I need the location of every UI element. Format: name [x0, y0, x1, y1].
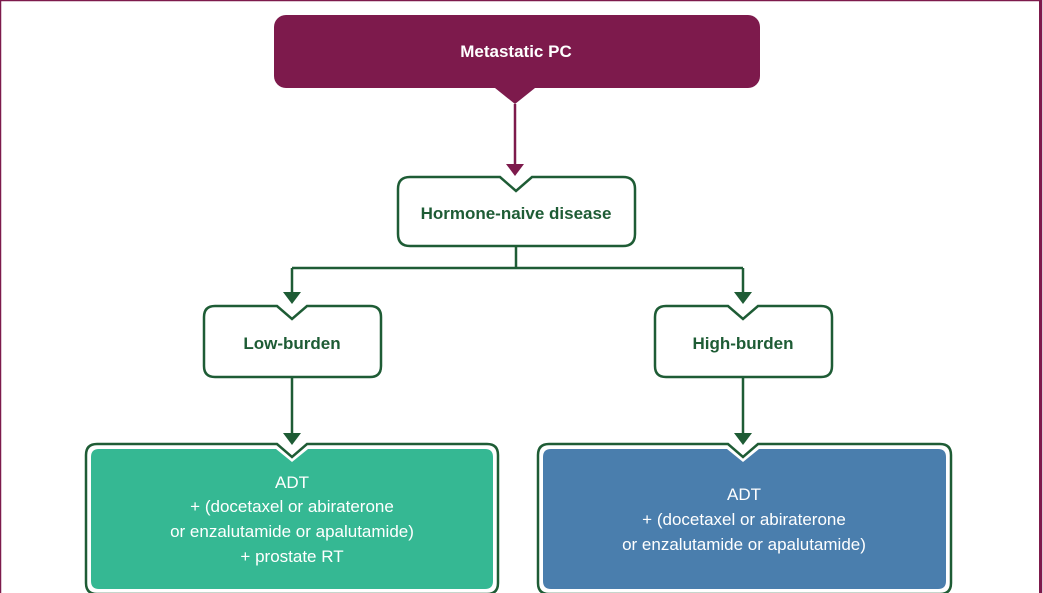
arrowhead-low-to-treatment: [283, 433, 301, 445]
node-hormone-naive: Hormone-naive disease: [396, 175, 637, 248]
low-treatment-line-1: ADT: [275, 473, 309, 492]
arrowhead-to-high-burden: [734, 292, 752, 304]
arrowhead-to-low-burden: [283, 292, 301, 304]
arrowhead-high-to-treatment: [734, 433, 752, 445]
node-low-burden: Low-burden: [202, 304, 383, 379]
high-treatment-line-1: ADT: [727, 485, 761, 504]
metastatic-pc-label: Metastatic PC: [460, 42, 571, 61]
hormone-naive-label: Hormone-naive disease: [421, 204, 612, 223]
low-treatment-line-2: + (docetaxel or abiraterone: [190, 497, 394, 516]
high-burden-label: High-burden: [692, 334, 793, 353]
low-treatment-line-4: + prostate RT: [240, 547, 343, 566]
high-treatment-line-3: or enzalutamide or apalutamide): [622, 535, 866, 554]
low-treatment-line-3: or enzalutamide or apalutamide): [170, 522, 414, 541]
arrowhead-metastatic-to-hormone: [506, 164, 524, 176]
node-metastatic-pc: Metastatic PC: [274, 15, 760, 104]
node-high-burden: High-burden: [653, 304, 834, 379]
high-treatment-line-2: + (docetaxel or abiraterone: [642, 510, 846, 529]
node-low-burden-treatment: ADT + (docetaxel or abiraterone or enzal…: [84, 442, 500, 593]
node-high-burden-treatment: ADT + (docetaxel or abiraterone or enzal…: [536, 442, 953, 593]
low-burden-label: Low-burden: [243, 334, 340, 353]
